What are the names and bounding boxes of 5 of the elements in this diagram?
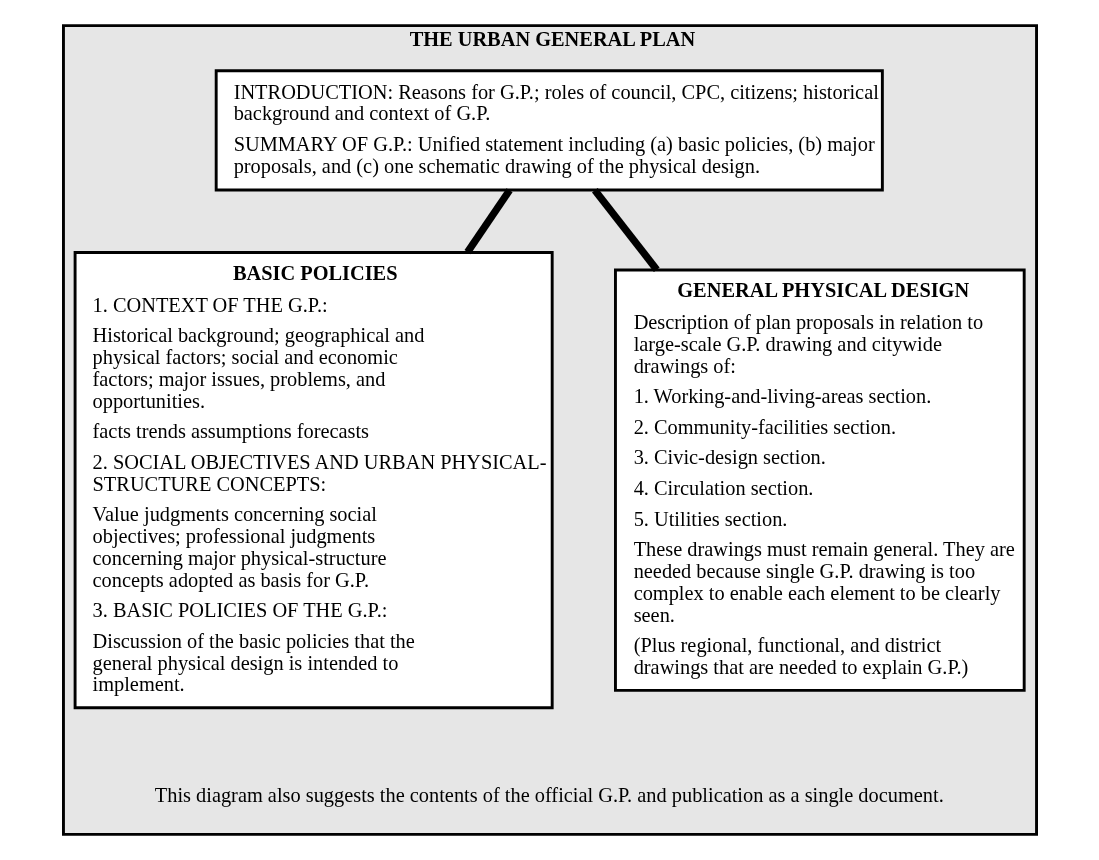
connector (591, 188, 660, 272)
node-box: INTRODUCTION: Reasons for G.P.; roles of council, CPC, citizens; historical background and context of G.P. SUMMARY OF G.P.: Unified statement including (a) basic policies, (b) major proposals, and (c) one schematic drawing of the physical design. (214, 69, 884, 192)
node-box: BASIC POLICIES 1. CONTEXT OF THE G.P.: Historical background; geographical and physical factors; social and economic factors; major issues, problems, and opportunities. facts trends assumptions forecasts 2. SOCIAL OBJECTIVES AND URBAN PHYSICAL-STRUCTURE CONCEPTS: Value judgments concerning social objectives; professional judgments concerning major physical-structure concepts adopted as basis for G.P. 3. BASIC POLICIES OF THE G.P.: Discussion of the basic policies that the general physical design is intended to implement. (73, 251, 554, 710)
node-box: GENERAL PHYSICAL DESIGN Description of plan proposals in relation to large-scale G.P. drawing and citywide drawings of: 1. Working-and-living-areas section. 2. Community-facilities section. 3. Civic-design section. 4. Circulation section. 5. Utilities section. These drawings must remain general. They are needed because single G.P. drawing is too complex to enable each element to be clearly seen. (Plus regional, functional, and district drawings that are needed to explain G.P.) (613, 268, 1026, 692)
connector (464, 188, 513, 255)
